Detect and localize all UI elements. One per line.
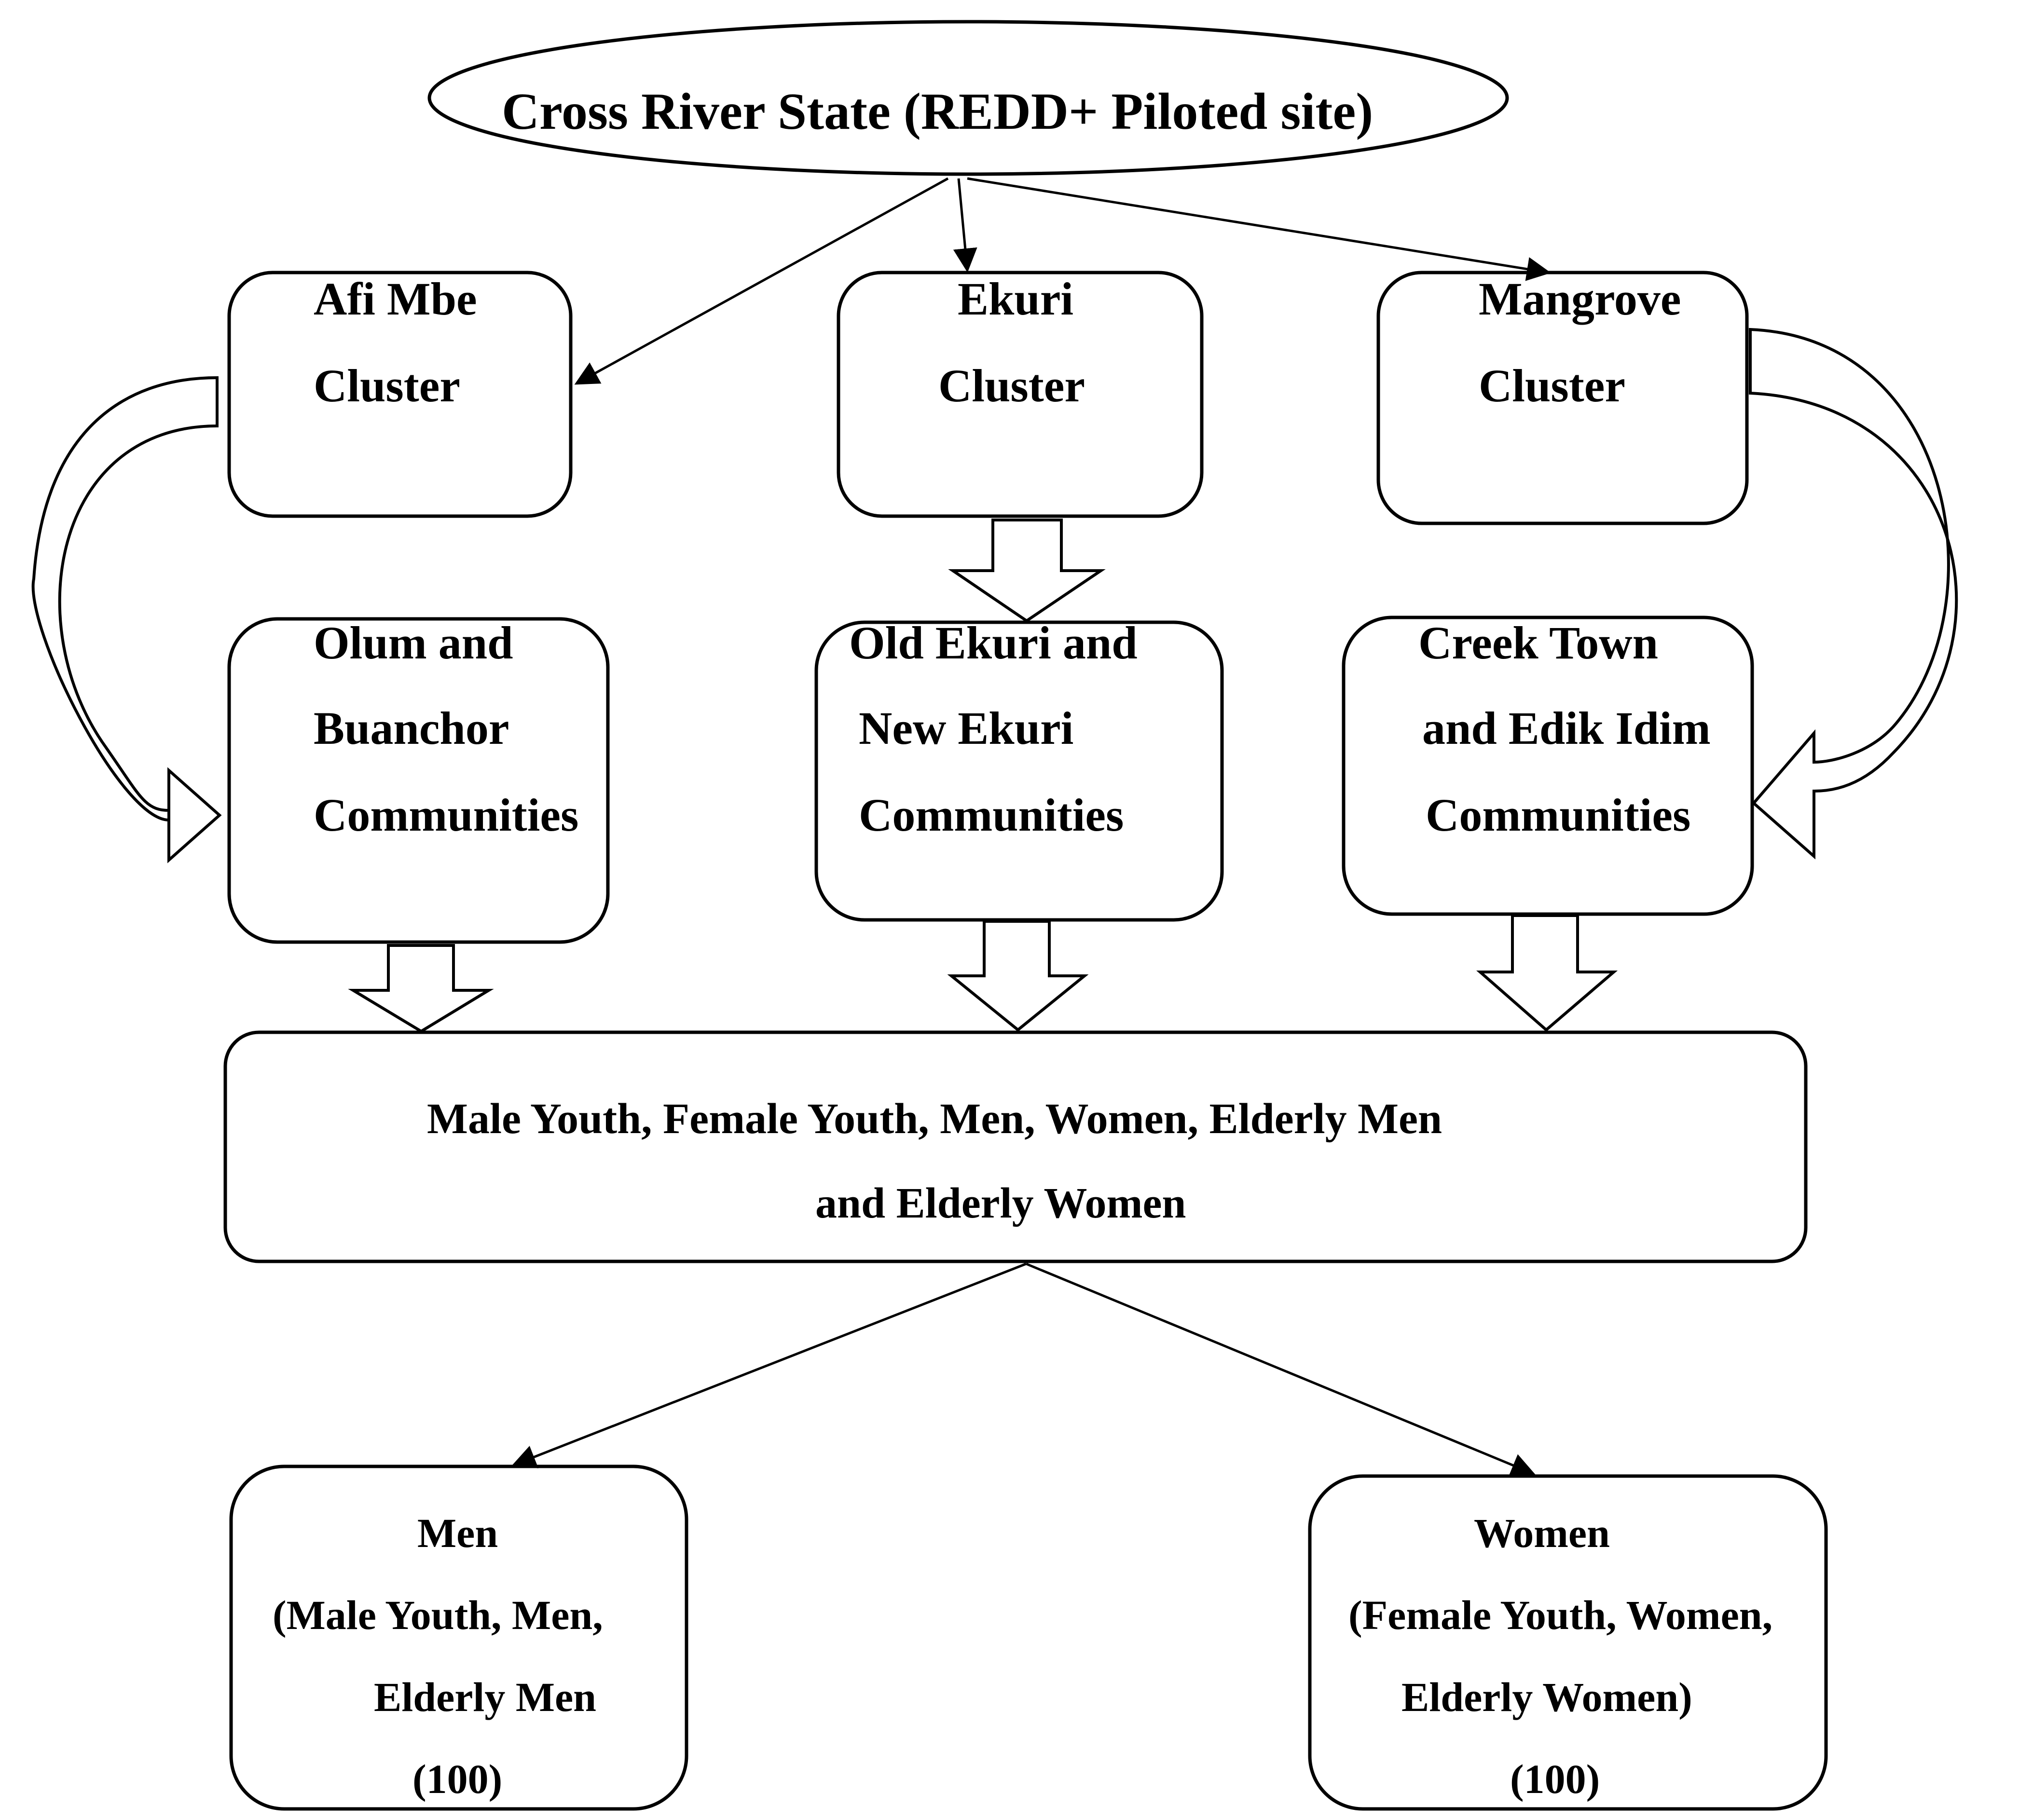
cluster-ekuri-line2: Cluster (938, 360, 1085, 411)
cluster-box-mangrove (1376, 271, 1749, 525)
arrow-root-to-ekuri (953, 178, 977, 273)
cluster-box-ekuri (837, 271, 1204, 518)
outcome-women-line2: (Female Youth, Women, (1348, 1592, 1773, 1638)
outcome-box-women (1308, 1474, 1828, 1811)
outcome-men-line1: Men (417, 1510, 498, 1556)
arrow-groups-to-men (511, 1262, 1027, 1468)
root-label: Cross River State (REDD+ Piloted site) (502, 83, 1373, 140)
cluster-box-afi-mbe (227, 271, 573, 518)
cluster-ekuri-line1: Ekuri (958, 273, 1074, 325)
outcome-men-line3: Elderly Men (374, 1674, 596, 1720)
block-arrow-olum-to-groups (348, 944, 494, 1033)
block-arrow-ekuri-to-groups (947, 920, 1089, 1032)
community-ekuri-line3: Communities (859, 789, 1124, 841)
arrow-root-to-mangrove (967, 177, 1551, 281)
outcome-women-line1: Women (1474, 1510, 1610, 1556)
cluster-afi-mbe-line2: Cluster (314, 360, 460, 411)
community-box-olum (227, 617, 610, 944)
cluster-mangrove-line1: Mangrove (1479, 273, 1681, 325)
block-arrow-creek-to-groups (1476, 914, 1618, 1032)
outcome-men-line2: (Male Youth, Men, (273, 1592, 603, 1638)
cluster-afi-mbe-line1: Afi Mbe (314, 273, 477, 325)
community-olum-line2: Buanchor (314, 702, 509, 754)
community-olum-line1: Olum and (314, 617, 513, 669)
community-olum-line3: Communities (314, 789, 579, 841)
arrow-root-to-afi-mbe (574, 177, 949, 385)
community-ekuri-line1: Old Ekuri and (849, 617, 1138, 669)
curved-arrow-afi-mbe-to-olum (31, 376, 222, 863)
cluster-mangrove-line2: Cluster (1479, 360, 1625, 411)
outcome-men-line4: (100) (412, 1756, 503, 1802)
community-creek-line2: and Edik Idim (1422, 702, 1711, 754)
root-ellipse (427, 20, 1509, 176)
groups-line1: Male Youth, Female Youth, Men, Women, El… (427, 1095, 1442, 1143)
groups-box (223, 1030, 1808, 1263)
community-creek-line1: Creek Town (1418, 617, 1659, 669)
arrow-groups-to-women (1026, 1262, 1536, 1477)
community-ekuri-line2: New Ekuri (859, 702, 1074, 754)
outcome-women-line4: (100) (1510, 1756, 1600, 1802)
block-arrow-ekuri-cluster-to-communities (948, 519, 1106, 623)
curved-arrow-mangrove-to-creek (1749, 328, 1958, 860)
outcome-box-men (229, 1464, 688, 1811)
community-creek-line3: Communities (1426, 789, 1691, 841)
outcome-women-line3: Elderly Women) (1401, 1674, 1692, 1720)
groups-line2: and Elderly Women (815, 1179, 1186, 1227)
